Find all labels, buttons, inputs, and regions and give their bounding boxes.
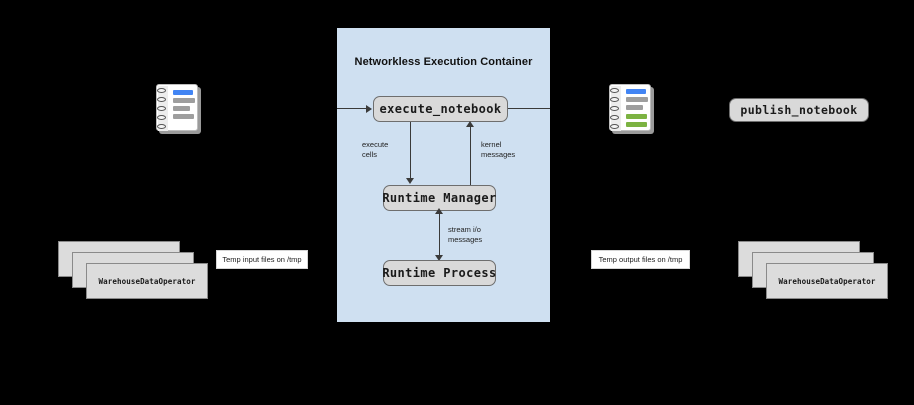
notebook-input-bar [626,89,646,94]
notebook-gray-bar-1 [173,98,195,103]
node-publish-notebook[interactable]: publish_notebook [729,98,869,122]
arrowhead-kernel-messages [466,121,474,127]
output-operator-stack: WarehouseDataOperator [738,241,888,303]
notebook-ring-4 [157,115,166,120]
notebook-output-bar-1 [626,114,647,119]
edge-stream-io [439,212,440,258]
notebook-ring-4 [610,115,619,120]
notebook-ring-5 [157,124,166,129]
notebook-gray-bar-2 [173,106,190,111]
notebook-ring-2 [157,97,166,102]
notebook-ring-1 [610,88,619,93]
input-notebook-icon [156,84,202,134]
notebook-output-bar-2 [626,122,647,127]
output-notebook-icon [609,84,655,134]
temp-output-files-label: Temp output files on /tmp [591,250,690,269]
edge-label-stream-io: stream i/o messages [448,225,483,244]
temp-input-files-label: Temp input files on /tmp [216,250,308,269]
node-runtime-process[interactable]: Runtime Process [382,260,496,286]
node-execute-notebook[interactable]: execute_notebook [373,96,508,122]
notebook-gray-bar-1 [626,97,648,102]
edge-label-kernel-messages: kernel messages [481,140,516,159]
edge-label-execute-cells: execute cells [362,140,389,159]
notebook-ring-3 [610,106,619,111]
notebook-input-bar [173,90,193,95]
notebook-gray-bar-3 [173,114,194,119]
input-operator-stack: WarehouseDataOperator [58,241,208,303]
notebook-ring-3 [157,106,166,111]
arrowhead-into-execute-notebook [366,105,372,113]
edge-kernel-messages [470,126,471,185]
notebook-gray-bar-2 [626,105,643,110]
edge-execute-to-output-notebook [508,108,550,109]
operator-card-front[interactable]: WarehouseDataOperator [766,263,888,299]
arrowhead-stream-io-up [435,208,443,214]
edge-input-notebook-to-execute [337,108,367,109]
notebook-ring-2 [610,97,619,102]
operator-card-front[interactable]: WarehouseDataOperator [86,263,208,299]
container-title: Networkless Execution Container [354,56,533,68]
notebook-ring-1 [157,88,166,93]
arrowhead-execute-cells [406,178,414,184]
notebook-ring-5 [610,124,619,129]
edge-execute-cells [410,122,411,179]
arrowhead-stream-io-down [435,255,443,261]
